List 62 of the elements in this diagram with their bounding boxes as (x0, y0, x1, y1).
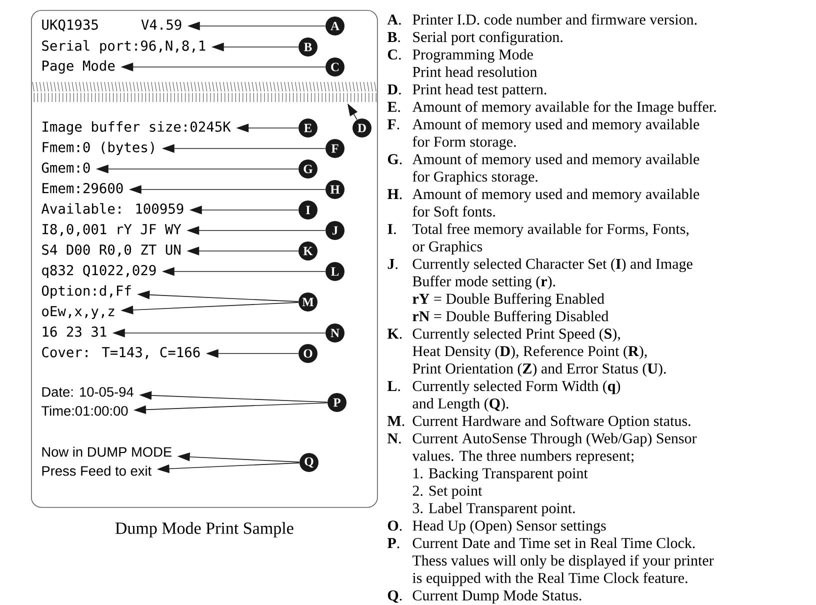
key-description: Printer I.D. code number and firmware version. (412, 14, 697, 25)
printout-line: Press Feed to exit (42, 466, 152, 476)
printout-line: Emem:29600 (42, 182, 123, 194)
printout-line: oEw,x,y,z (42, 306, 114, 319)
key-description: Current Dump Mode Status. (412, 590, 582, 604)
printout-line: Available: 100959 (41, 203, 184, 214)
key-description: 3. Label Transparent point. (412, 502, 575, 516)
key-letter: J. (388, 258, 398, 270)
key-description: rN = Double Buffering Disabled (412, 310, 608, 324)
key-description: 1. Backing Transparent point (414, 468, 588, 482)
printout-line: Option:d,Ff (42, 285, 131, 298)
key-description: Current AutoSense Through (Web/Gap) Sensor values. The three numbers represent; (412, 432, 697, 464)
printout-frame (31, 10, 378, 508)
printout-line: Date: 10-05-94 (42, 387, 134, 397)
key-letter: G. (388, 154, 402, 164)
test-pattern-band (32, 82, 376, 102)
key-letter: N. (387, 433, 401, 444)
printout-line: Serial port:96,N,8,1 (42, 40, 206, 54)
key-letter: H. (387, 189, 402, 200)
key-letter: M. (387, 416, 404, 426)
key-description: Amount of memory used and memory available for Form storage. (412, 118, 700, 150)
printout-line: Now in DUMP MODE (42, 446, 172, 457)
printout-line: 16 23 31 (42, 326, 106, 337)
key-description: Current Date and Time set in Real Time Clock. Thess values will only be displayed if your printer is equipped with the Real Time Clock feature. (412, 538, 714, 586)
key-letter: P. (387, 538, 400, 548)
key-letter: D. (387, 84, 401, 95)
key-description: Current Hardware and Software Option status. (412, 415, 690, 430)
printout-line: S4 D00 R0,0 ZT UN (42, 244, 180, 257)
key-description: Currently selected Print Speed (S), Heat Density (D), Reference Point (R), Print Orientation (Z) and Error Status (U). (412, 328, 666, 377)
key-letter: I. (388, 224, 396, 234)
key-description: Print head resolution (412, 66, 537, 77)
key-description: Serial port configuration. (413, 31, 562, 46)
key-description: Currently selected Form Width (q) and Length (Q). (412, 380, 620, 412)
key-description: Head Up (Open) Sensor settings (412, 520, 606, 534)
key-letter: F. (387, 119, 400, 130)
key-description: Amount of memory used and memory available for Graphics storage. (412, 154, 700, 185)
key-description: Total free memory available for Forms, Fonts, or Graphics (412, 223, 688, 255)
printout-line: Cover: T=143, C=166 (42, 346, 200, 360)
key-letter: A. (387, 14, 401, 25)
key-description: Print head test pattern. (412, 84, 546, 98)
figure-caption: Dump Mode Print Sample (115, 522, 294, 538)
printout-line: Time:01:00:00 (42, 406, 128, 416)
key-letter: L. (387, 381, 400, 392)
key-letter: E. (387, 102, 400, 112)
printout-line: Image buffer size:0245K (42, 121, 231, 135)
key-description: Amount of memory available for the Image buffer. (412, 101, 716, 115)
key-letter: B. (387, 32, 400, 42)
printout-line: q832 Q1022,029 (42, 264, 156, 278)
key-letter: K. (387, 328, 402, 339)
key-description: rY = Double Buffering Enabled (412, 293, 604, 307)
printout-line: Gmem:0 (42, 162, 90, 173)
key-description: Currently selected Character Set (I) and Image Buffer mode setting (r). (412, 258, 692, 290)
printout-line: Page Mode (42, 60, 115, 74)
key-description: 2. Set point (412, 486, 482, 499)
key-letter: O. (388, 520, 402, 531)
key-letter: Q. (388, 590, 402, 603)
key-description: Amount of memory used and memory available for Soft fonts. (412, 188, 700, 217)
key-letter: C. (388, 49, 401, 60)
printout-line: I8,0,001 rY JF WY (42, 224, 182, 236)
key-description: Programming Mode (412, 49, 533, 63)
printout-line: Fmem:0 (bytes) (42, 142, 154, 155)
printout-line: UKQ1935 V4.59 (42, 19, 182, 32)
